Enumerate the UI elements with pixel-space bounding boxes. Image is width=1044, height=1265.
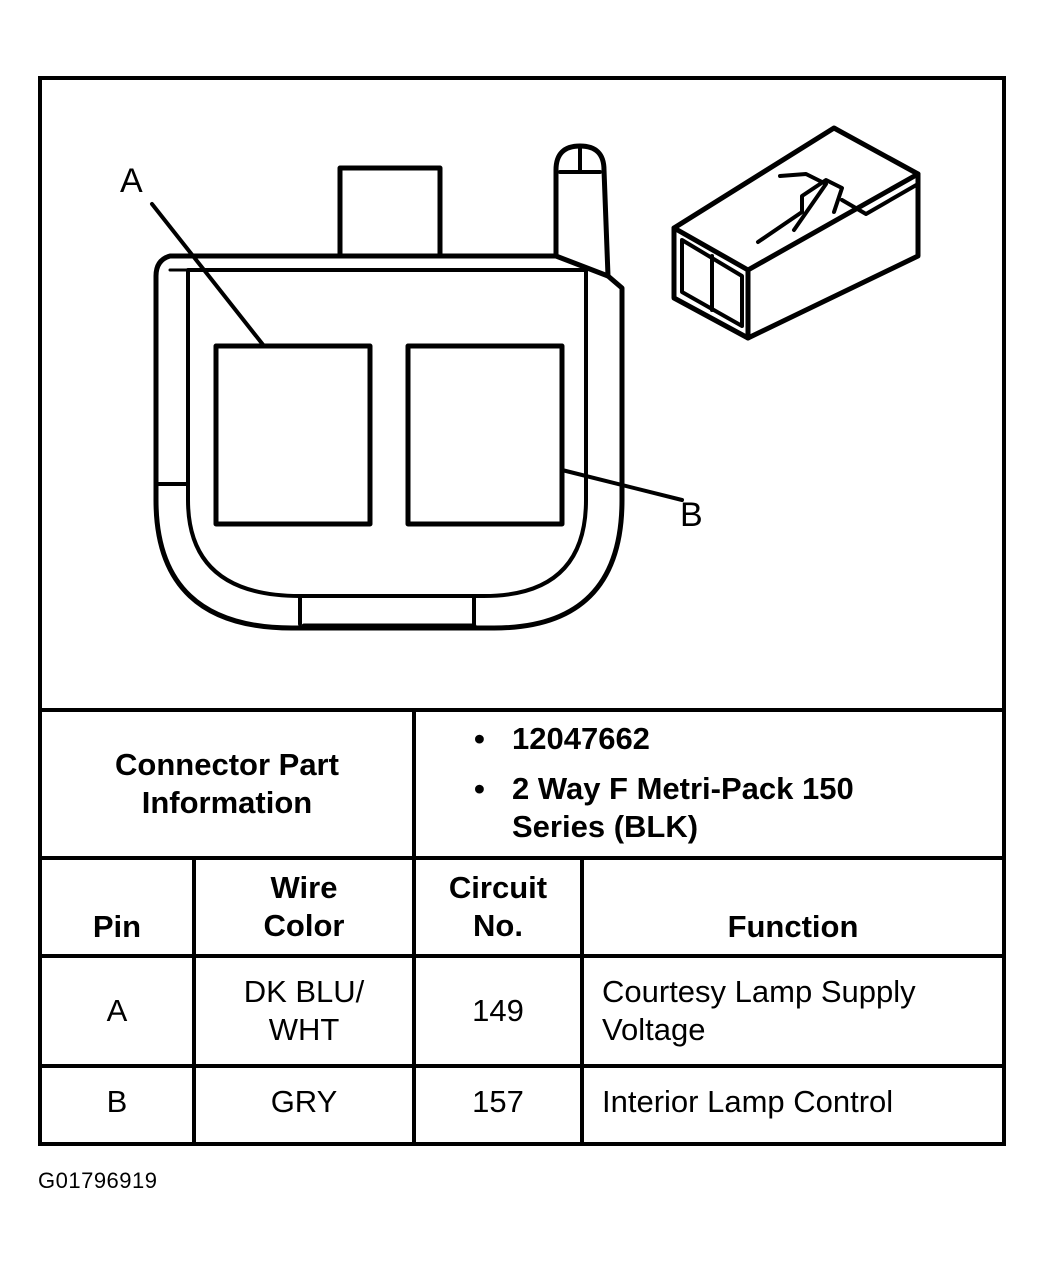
pin-a-cavity xyxy=(213,343,373,527)
connector-diagram: A B xyxy=(120,125,921,631)
pin-b-cavity xyxy=(405,343,565,527)
row-a-pin: A xyxy=(106,993,128,1028)
header-circuit-no: Circuit No. xyxy=(448,870,548,943)
info-item-description: • 2 Way F Metri-Pack 150 Series (BLK) xyxy=(474,770,952,846)
row-b-pin: B xyxy=(106,1084,128,1119)
row-a-wire-color: DK BLU/ WHT xyxy=(243,974,365,1047)
part-number: 12047662 xyxy=(512,721,650,756)
row-a-circuit: 149 xyxy=(472,993,524,1028)
row-b-wire-color: GRY xyxy=(270,1084,338,1119)
connector-description: 2 Way F Metri-Pack 150 Series (BLK) xyxy=(512,771,854,844)
connector-info-list: • 12047662 • 2 Way F Metri-Pack 150 Seri… xyxy=(474,720,952,858)
header-pin: Pin xyxy=(92,909,142,944)
connector-figure: A B Connector Part Information • 1204766… xyxy=(38,76,1006,1146)
connector-bottom-tab xyxy=(298,594,476,626)
callout-a-label: A xyxy=(120,162,143,200)
connector-housing-inner xyxy=(186,268,588,598)
connector-info-label: Connector Part Information xyxy=(115,747,339,820)
row-a-function: Courtesy Lamp Supply Voltage xyxy=(602,974,916,1047)
row-b-circuit: 157 xyxy=(472,1084,524,1119)
callout-b-label: B xyxy=(680,496,703,534)
connector-top-tab xyxy=(337,165,443,259)
figure-reference: G01796919 xyxy=(38,1168,158,1193)
connector-housing-outer xyxy=(153,253,625,631)
info-item-part-number: • 12047662 xyxy=(474,720,952,758)
connector-isometric-view xyxy=(671,125,921,341)
header-wire-color: Wire Color xyxy=(263,870,345,943)
callout-a-leader xyxy=(150,202,266,348)
row-b-function: Interior Lamp Control xyxy=(602,1084,894,1119)
callout-b-leader xyxy=(560,468,684,502)
header-function: Function xyxy=(727,909,859,944)
